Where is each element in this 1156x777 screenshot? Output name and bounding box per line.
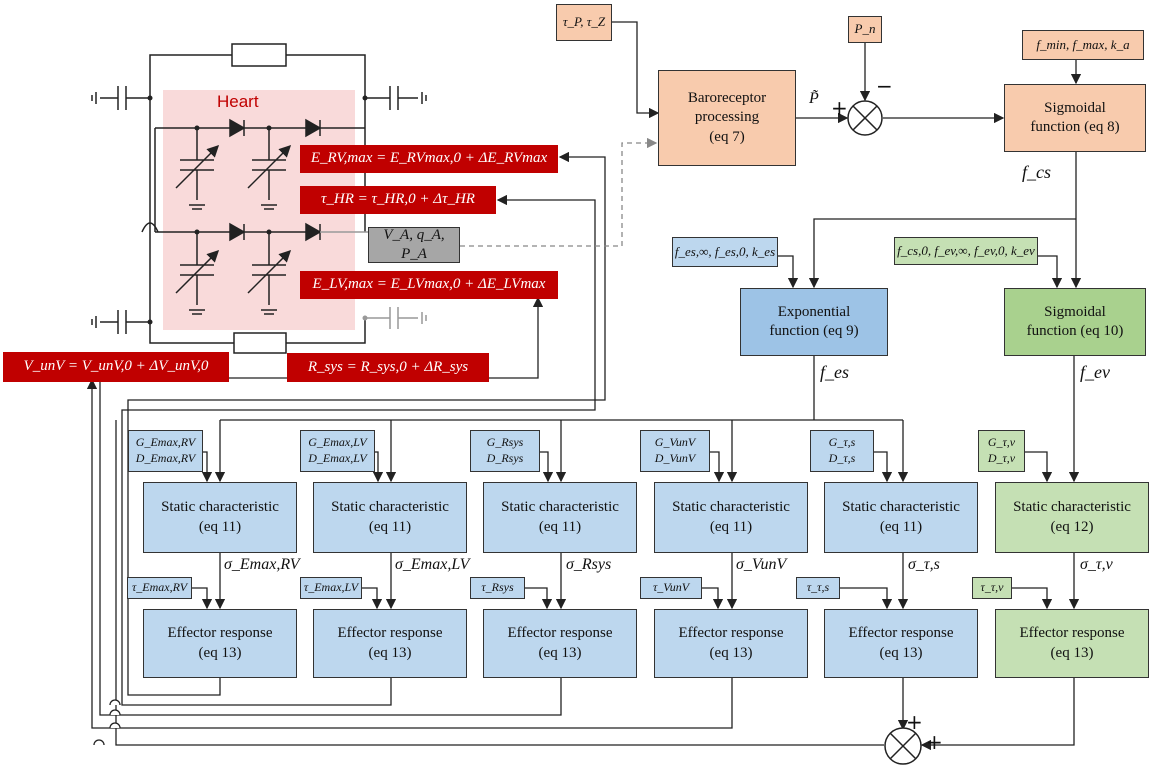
sign-plus-bottom-a: + [906,710,923,734]
tau-param: τ_Rsys [470,577,525,599]
equation-vunv: V_unV = V_unV,0 + ΔV_unV,0 [3,352,229,382]
sigma-signal: σ_Rsys [566,556,612,573]
effector-label: Effector response [337,625,443,641]
static-label: Static characteristic [842,499,960,515]
sigma-signal: σ_Emax,RV [224,556,300,573]
static-label: (eq 11) [879,518,923,535]
delay-param: D_Rsys [486,451,524,465]
delay-param: D_Emax,LV [308,451,367,465]
effector-label: Effector response [848,625,954,641]
delay-param: D_τ,v [987,451,1016,465]
effector-label: Effector response [1019,625,1125,641]
gain-param: G_Emax,LV [308,435,367,450]
static-label: (eq 11) [198,518,242,535]
effector-label: (eq 13) [198,644,242,661]
sign-minus-top: − [876,74,893,98]
wire-crossings [93,699,121,746]
gain-param: G_Rsys [486,435,524,450]
sign-plus-bottom-b: + [926,730,943,754]
equation-erv: E_RV,max = E_RVmax,0 + ΔE_RVmax [300,145,558,173]
static-label: Static characteristic [331,499,449,515]
signal-fev: f_ev [1080,362,1110,382]
effector-response-block: Effector response (eq 13) [995,609,1149,678]
signal-fes: f_es [820,362,849,382]
gain-param: G_τ,s [828,435,856,450]
circuit-nodes [147,95,368,325]
sign-plus-top: + [831,96,848,120]
tau-param: τ_τ,s [796,577,840,599]
circuit-grey [320,231,427,329]
static-characteristic-block: Static characteristic (eq 11) [313,482,467,553]
static-characteristic-block: Static characteristic (eq 11) [824,482,978,553]
effector-label: (eq 13) [879,644,923,661]
static-characteristic-block: Static characteristic (eq 11) [483,482,637,553]
param-fsig: f_min, f_max, k_a [1022,30,1144,60]
static-characteristic-block: Static characteristic (eq 12) [995,482,1149,553]
static-label: Static characteristic [501,499,619,515]
effector-label: (eq 13) [709,644,753,661]
sigma-signal: σ_τ,v [1080,556,1113,573]
param-ev: f_cs,0, f_ev,∞, f_ev,0, k_ev [894,237,1038,265]
control-wires [86,21,1082,751]
gain-param: G_τ,v [987,435,1016,450]
delay-param: D_τ,s [828,451,856,465]
heart-title: Heart [217,92,259,111]
effector-response-block: Effector response (eq 13) [483,609,637,678]
effector-label: Effector response [167,625,273,641]
static-label: (eq 12) [1050,518,1094,535]
static-label: (eq 11) [709,518,753,535]
delay-param: D_Emax,RV [135,451,196,465]
state-to-baro-wire [460,137,658,247]
effector-label: Effector response [678,625,784,641]
static-characteristic-block: Static characteristic (eq 11) [143,482,297,553]
tau-param: τ_τ,v [972,577,1012,599]
tau-param: τ_VunV [640,577,702,599]
param-exp: f_es,∞, f_es,0, k_es [672,237,778,267]
gain-param: G_VunV [654,435,696,450]
signal-p-tilde: P̃ [809,90,819,107]
equation-rsys: R_sys = R_sys,0 + ΔR_sys [287,353,489,382]
effector-response-block: Effector response (eq 13) [143,609,297,678]
circuit [91,43,427,354]
param-tau-p-z: τ_P, τ_Z [556,4,612,41]
delay-param: D_VunV [654,451,696,465]
param-pn: P_n [848,16,882,43]
static-label: Static characteristic [672,499,790,515]
tau-param: τ_Emax,RV [127,577,192,599]
static-label: (eq 11) [368,518,412,535]
effector-label: (eq 13) [368,644,412,661]
effector-label: (eq 13) [1050,644,1094,661]
static-label: Static characteristic [161,499,279,515]
effector-response-block: Effector response (eq 13) [824,609,978,678]
effector-label: Effector response [507,625,613,641]
static-label: Static characteristic [1013,499,1131,515]
static-label: (eq 11) [538,518,582,535]
effector-response-block: Effector response (eq 13) [654,609,808,678]
sigma-signal: σ_VunV [736,556,787,573]
sigma-signal: σ_Emax,LV [395,556,470,573]
equation-elv: E_LV,max = E_LVmax,0 + ΔE_LVmax [300,271,558,299]
equation-tau-hr: τ_HR = τ_HR,0 + Δτ_HR [300,186,496,214]
signal-fcs: f_cs [1022,162,1051,182]
sum-junctions [847,100,922,765]
static-characteristic-block: Static characteristic (eq 11) [654,482,808,553]
effector-label: (eq 13) [538,644,582,661]
gain-param: G_Emax,RV [135,435,196,450]
tau-param: τ_Emax,LV [300,577,362,599]
state-box: V_A, q_A, P_A [368,227,460,263]
sigma-signal: σ_τ,s [908,556,940,573]
effector-response-block: Effector response (eq 13) [313,609,467,678]
